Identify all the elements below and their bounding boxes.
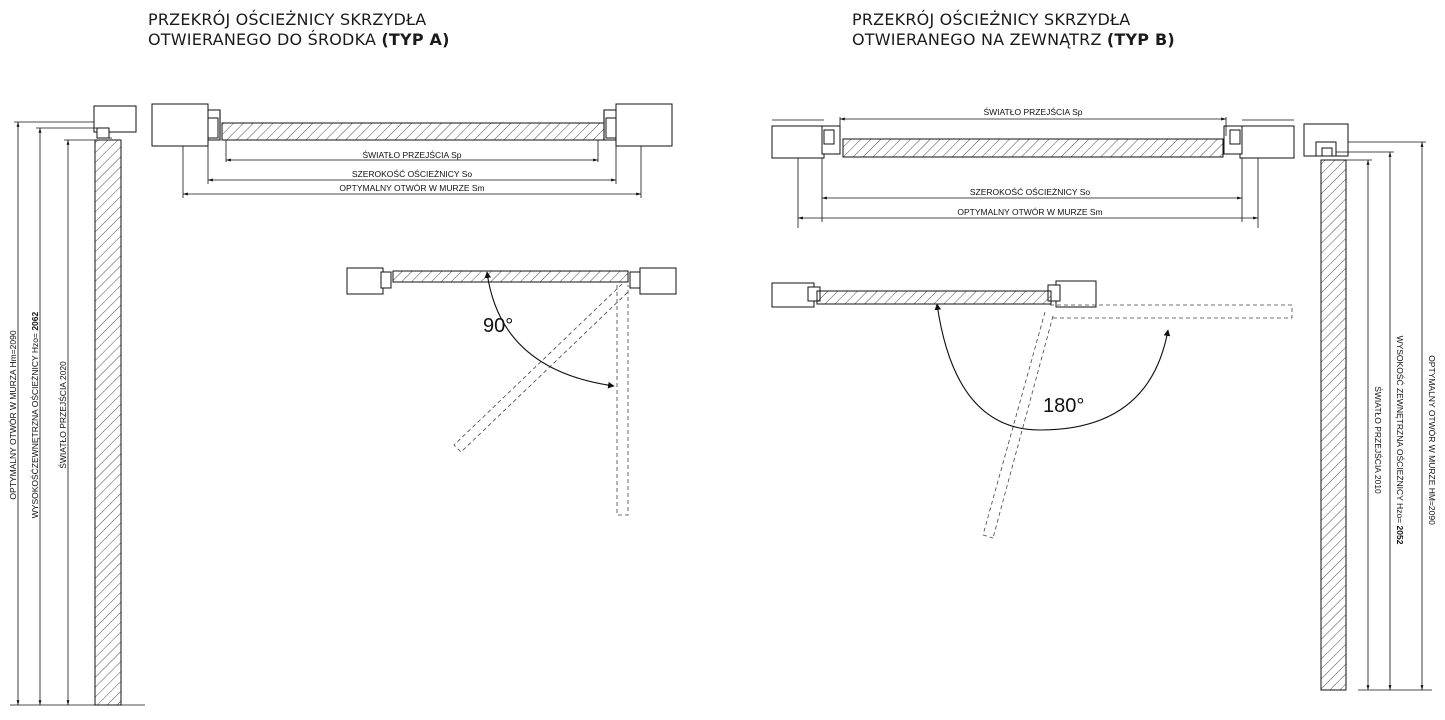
type-a-leaf-plan xyxy=(392,270,629,283)
type-a-title-tag: (TYP A) xyxy=(381,30,450,49)
type-b-swing-diagram: 180° xyxy=(771,280,1293,539)
type-a-title: PRZEKRÓJ OŚCIEŻNICY SKRZYDŁA OTWIERANEGO… xyxy=(148,10,450,50)
type-b-title-line2: OTWIERANEGO NA ZEWNĄTRZ (TYP B) xyxy=(852,30,1175,50)
type-b-leaf-plan xyxy=(816,290,1052,305)
type-b-leaf-open-mid xyxy=(982,311,1054,539)
type-b-title-text: OTWIERANEGO NA ZEWNĄTRZ xyxy=(852,30,1107,49)
type-b-title-tag: (TYP B) xyxy=(1106,30,1175,49)
type-b-door-leaf xyxy=(1320,159,1347,691)
type-a-label-frame-height-value: 2062 xyxy=(30,311,40,330)
type-b-leaf-open-180 xyxy=(1050,304,1293,319)
type-b-label-frame-height-prefix: WYSOKOŚĆ ZEWNĘTRZNA OŚCIEŻNICY Hzo= xyxy=(1395,336,1406,526)
type-a-label-frame-height-prefix: WYSOKOŚĆZEWNĘTRZNA OŚCIEŻNICY Hzo= xyxy=(29,331,40,519)
type-a-label-wall-height: OPTYMALNY OTWÓR W MURZA Hm=2090 xyxy=(8,330,18,499)
type-a-right-wall xyxy=(615,103,673,147)
type-a-label-frame-width: SZEROKOŚĆ OŚCIEŻNICY So xyxy=(352,168,473,179)
type-a-label-wall-opening: OPTYMALNY OTWÓR W MURZE Sm xyxy=(339,183,484,193)
type-a-leaf-open-90 xyxy=(616,285,629,516)
type-b-left-wall xyxy=(771,125,825,159)
type-b-label-frame-width: SZEROKOŚĆ OŚCIEŻNICY So xyxy=(970,186,1091,197)
type-b-title-line1: PRZEKRÓJ OŚCIEŻNICY SKRZYDŁA xyxy=(852,10,1131,29)
type-a-door-leaf xyxy=(94,139,122,706)
type-b-plan: ŚWIATŁO PRZEJŚCIA Sp SZEROKOŚĆ OŚCIEŻNIC… xyxy=(771,106,1295,228)
type-a-leaf-open-45 xyxy=(453,283,630,453)
type-b-vertical-section: ŚWIATŁO PRZEJŚCIA 2010 WYSOKOŚĆ ZEWNĘTRZ… xyxy=(1303,123,1437,691)
type-a-label-light: ŚWIATŁO PRZEJŚCIA Sp xyxy=(362,149,461,160)
type-b-title: PRZEKRÓJ OŚCIEŻNICY SKRZYDŁA OTWIERANEGO… xyxy=(852,10,1175,50)
type-b-label-wall-height: OPTYMALNY OTWÓR W MURZE HM=2090 xyxy=(1427,355,1437,525)
type-a-title-text: OTWIERANEGO DO ŚRODKA xyxy=(148,30,382,49)
type-a-head-profile xyxy=(96,127,110,139)
type-a-swing-diagram: 90° xyxy=(346,267,677,516)
type-a-head-frame xyxy=(93,105,137,133)
type-a-left-wall xyxy=(151,103,209,147)
type-b-leaf-closed xyxy=(842,138,1224,158)
type-a-swing-arc xyxy=(484,271,615,389)
type-a-title-line1: PRZEKRÓJ OŚCIEŻNICY SKRZYDŁA xyxy=(148,10,427,29)
type-a-vertical-section: OPTYMALNY OTWÓR W MURZA Hm=2090 WYSOKOŚĆ… xyxy=(8,105,145,706)
type-b-angle-label: 180° xyxy=(1043,395,1084,417)
type-a-leaf-closed xyxy=(221,122,605,141)
type-b-label-light-height: ŚWIATŁO PRZEJŚCIA 2010 xyxy=(1373,386,1384,494)
type-a-angle-label: 90° xyxy=(483,315,513,337)
type-a-label-frame-height: WYSOKOŚĆZEWNĘTRZNA OŚCIEŻNICY Hzo= 2062 xyxy=(29,311,40,518)
type-a-label-light-height: ŚWIATŁO PRZEJŚCIA 2020 xyxy=(57,361,68,469)
type-b-label-light: ŚWIATŁO PRZEJŚCIA Sp xyxy=(983,106,1082,117)
type-b-label-frame-height-value: 2052 xyxy=(1395,526,1405,545)
type-b-label-wall-opening: OPTYMALNY OTWÓR W MURZE Sm xyxy=(957,207,1102,217)
type-a-title-line2: OTWIERANEGO DO ŚRODKA (TYP A) xyxy=(148,30,450,50)
type-a-plan: ŚWIATŁO PRZEJŚCIA Sp SZEROKOŚĆ OŚCIEŻNIC… xyxy=(151,103,673,198)
type-b-label-frame-height: WYSOKOŚĆ ZEWNĘTRZNA OŚCIEŻNICY Hzo= 2052 xyxy=(1395,336,1406,545)
type-b-swing-arc xyxy=(934,303,1171,431)
type-b-right-wall xyxy=(1239,125,1295,159)
